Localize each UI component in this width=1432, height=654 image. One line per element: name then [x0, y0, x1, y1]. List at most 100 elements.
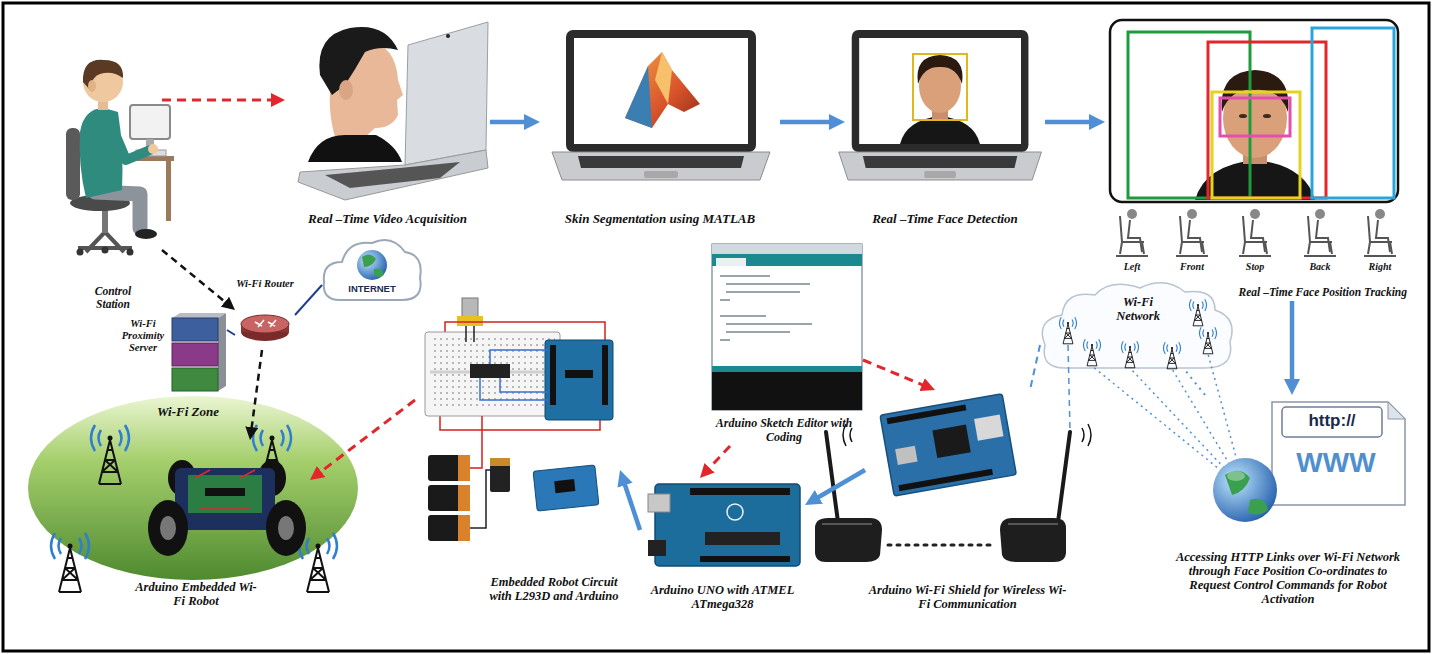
- arduino-uno-picture: [690, 488, 790, 495]
- wifi-shield-picture: [880, 394, 1016, 496]
- http-page-picture: [1272, 402, 1405, 505]
- matlab-laptop: [655, 52, 672, 104]
- wifi-network-cloud-picture: [1059, 317, 1076, 344]
- arduino-uno-board: Arduino UNO with ATMEL ATmega328: [640, 478, 805, 615]
- chair-position-icons: [1239, 209, 1271, 256]
- video-capture-picture: [319, 27, 398, 95]
- wifi-network-cloud-picture: [1083, 339, 1100, 366]
- circuit-picture: [425, 298, 613, 541]
- operator-figure: [102, 247, 109, 254]
- circuit-picture: [565, 370, 593, 378]
- operator-figure: [66, 128, 80, 200]
- chair-position-icons: [1176, 209, 1208, 256]
- operator-figure: [127, 249, 134, 256]
- operator-figure: [80, 108, 123, 198]
- wifi-shield-picture: [1000, 518, 1066, 562]
- wifi-network-cloud-picture: [1042, 283, 1232, 368]
- wifi-network-cloud-picture: [1199, 327, 1216, 354]
- wireless-link: [1030, 345, 1040, 390]
- operator-figure: [66, 60, 174, 256]
- caption-text: Real –Time Face Position Tracking: [1193, 286, 1407, 299]
- sketch-editor-window: [712, 244, 862, 410]
- circuit-picture: [490, 458, 510, 466]
- face-tracking-panel: [1110, 20, 1398, 202]
- skin-segmentation-step: Skin Segmentation using MATLAB: [540, 22, 780, 230]
- wifi-network-cloud-picture: [1189, 299, 1206, 326]
- wifi-network-cloud-picture: [1121, 341, 1138, 368]
- wireless-link: [1185, 370, 1205, 395]
- http-page-picture: [1227, 471, 1245, 481]
- wifi-shield-picture: [895, 446, 917, 465]
- operator-figure: [148, 144, 158, 154]
- circuit-picture: [470, 416, 482, 468]
- circuit-picture: [428, 485, 470, 511]
- operator-figure: [77, 249, 84, 256]
- network-cable: [227, 330, 235, 335]
- wifi-robot: Arduino Embedded Wi-Fi Robot: [130, 440, 310, 612]
- circuit-picture: [602, 345, 608, 405]
- flow-arrow: [810, 470, 865, 502]
- wifi-zone-field: [51, 533, 89, 592]
- face-tracking-panel: [1220, 98, 1290, 136]
- robot-car: [278, 516, 294, 540]
- arduino-uno-picture: [655, 484, 800, 566]
- robot-car: [195, 470, 255, 508]
- internet-cloud-icon: [324, 240, 421, 300]
- circuit-picture: [458, 455, 470, 481]
- circuit-picture: [430, 338, 555, 410]
- wifi-zone-field: [299, 533, 337, 592]
- server-icon: [218, 313, 226, 391]
- flow-arrow: [622, 476, 640, 530]
- internet-cloud-icon: [362, 254, 384, 277]
- wifi-network-cloud-picture: [1163, 342, 1180, 369]
- arduino-uno-picture: [648, 540, 666, 556]
- wifi-router: Wi-Fi Router: [235, 278, 295, 350]
- flow-arrow: [490, 120, 534, 125]
- caption-text: Accessing HTTP Links over Wi-Fi Network …: [1168, 550, 1408, 606]
- flow-arrow: [1290, 301, 1295, 389]
- caption-text: Real –Time Video Acquisition: [290, 212, 485, 227]
- video-capture-picture: [298, 150, 488, 200]
- server-icon: [172, 313, 226, 391]
- sketch-editor-window: [712, 254, 862, 266]
- caption-text: Wi-Fi Router: [235, 278, 295, 290]
- wifi-shield-picture: [887, 404, 967, 424]
- face-tracking-panel: [1208, 42, 1326, 198]
- video-capture-picture: [325, 162, 460, 188]
- caption-text: Wi-Fi Network: [1102, 295, 1174, 323]
- robot-car: [175, 468, 275, 530]
- arduino-uno-picture: [648, 484, 800, 566]
- sketch-editor-window: [712, 372, 862, 410]
- http-page-picture: [1213, 458, 1277, 522]
- server-icon: [172, 318, 218, 341]
- face-tracking-panel: [1239, 114, 1247, 118]
- arduino-uno-picture: [727, 504, 743, 520]
- programming-link: [863, 360, 929, 388]
- matlab-laptop: [625, 52, 700, 128]
- wifi-zone-field: [91, 425, 129, 484]
- chair-position-icons: [1364, 209, 1396, 256]
- chair-position-label: Back: [1300, 261, 1340, 272]
- caption-text: Arduino UNO with ATMEL ATmega328: [644, 583, 801, 611]
- www-text: WWW: [1280, 448, 1392, 479]
- caption-text: INTERNET: [337, 284, 407, 295]
- face-tracking-step: Real –Time Face Position Tracking: [1105, 18, 1410, 301]
- video-capture-picture: [446, 34, 450, 38]
- circuit-picture: [425, 332, 560, 416]
- circuit-picture: [457, 316, 483, 326]
- operator-figure: [166, 161, 171, 221]
- wifi-shield-picture: [932, 425, 970, 458]
- wifi-shield-picture: [1008, 523, 1058, 525]
- control-station: Control Station: [62, 50, 162, 313]
- wifi-shield-picture: [898, 469, 993, 491]
- chair-position-label: Stop: [1235, 261, 1275, 272]
- chair-position-label: Left: [1112, 261, 1152, 272]
- face-tracking-panel: [1128, 32, 1250, 198]
- outer-frame: [3, 3, 1429, 651]
- network-cable: [295, 285, 322, 315]
- chair-position-icons: [1116, 209, 1148, 256]
- wifi-shield: Arduino Wi-Fi Shield for Wireless Wi-Fi …: [865, 390, 1070, 615]
- operator-figure: [88, 80, 96, 92]
- caption-text: Wi-Fi Zone: [138, 405, 238, 420]
- caption-text: Skin Segmentation using MATLAB: [548, 212, 772, 227]
